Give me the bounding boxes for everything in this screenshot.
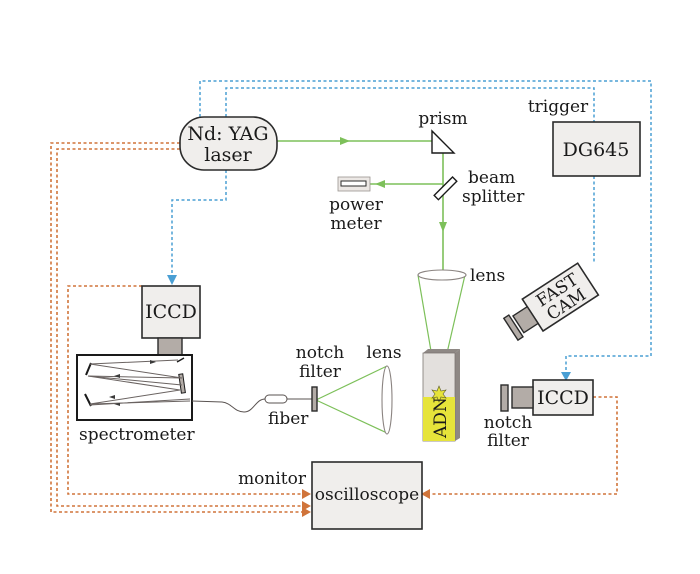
oscilloscope: oscilloscope monitor bbox=[238, 461, 423, 530]
trigger-arrow-right-iccd bbox=[561, 372, 571, 381]
iccd-right-label: ICCD bbox=[537, 387, 589, 409]
iccd-top-label: ICCD bbox=[145, 301, 197, 323]
notch-filter-right-label-line2: filter bbox=[487, 431, 530, 451]
power-meter: power meter bbox=[329, 176, 384, 234]
data-line-laser-2 bbox=[56, 148, 302, 507]
collection-lens-label: lens bbox=[366, 343, 401, 363]
data-lines bbox=[50, 142, 618, 517]
prism-label: prism bbox=[418, 109, 467, 129]
monitor-label: monitor bbox=[238, 469, 307, 489]
oscilloscope-label: oscilloscope bbox=[315, 485, 419, 505]
beam-splitter: beam splitter bbox=[433, 168, 525, 207]
trigger-line-iccd-top bbox=[171, 170, 227, 276]
nd-yag-laser: Nd: YAG laser bbox=[179, 116, 278, 171]
trigger-lines bbox=[167, 80, 652, 381]
notch-filter-left: notch filter bbox=[296, 343, 345, 412]
focus-lens-label: lens bbox=[470, 266, 505, 286]
data-line-laser-1 bbox=[50, 142, 302, 513]
notch-filter-left-label-line2: filter bbox=[299, 362, 342, 382]
sample-label: ADN bbox=[431, 397, 451, 439]
prism: prism bbox=[418, 109, 468, 154]
laser-label-line1: Nd: YAG bbox=[187, 123, 268, 145]
power-meter-label-line2: meter bbox=[330, 214, 382, 234]
fast-cam: FAST CAM bbox=[502, 262, 600, 342]
laser-label-line2: laser bbox=[204, 144, 252, 166]
collection-cone bbox=[315, 365, 388, 434]
laser-beam bbox=[277, 137, 466, 434]
sample-cuvette: ADN bbox=[422, 349, 460, 442]
arrow-osc-right bbox=[421, 489, 430, 499]
notch-filter-left-label-line1: notch bbox=[296, 343, 345, 363]
beam-splitter-label-line1: beam bbox=[468, 168, 515, 188]
beam-splitter-label-line2: splitter bbox=[462, 187, 525, 207]
dg645-label: DG645 bbox=[563, 139, 630, 161]
sample-liquid bbox=[423, 397, 455, 441]
beam-arrow-2 bbox=[375, 180, 385, 188]
arrow-osc-1 bbox=[302, 489, 311, 499]
spectrometer-label: spectrometer bbox=[79, 425, 195, 445]
power-meter-label-line1: power bbox=[329, 195, 384, 215]
dg645-delay-generator: DG645 trigger bbox=[528, 97, 641, 177]
spectrometer: spectrometer bbox=[76, 354, 195, 445]
fiber-label: fiber bbox=[268, 409, 309, 429]
trigger-line-outer bbox=[199, 80, 652, 374]
fiber: fiber bbox=[191, 394, 312, 429]
collection-lens: lens bbox=[366, 343, 402, 435]
trigger-line-inner bbox=[225, 87, 595, 122]
focus-lens: lens bbox=[417, 266, 505, 286]
beam-arrow-1 bbox=[340, 137, 350, 145]
iccd-top: ICCD bbox=[141, 285, 201, 356]
iccd-right: ICCD notch filter bbox=[484, 379, 594, 451]
data-line-iccd-right bbox=[430, 396, 618, 495]
beam-arrow-3 bbox=[439, 222, 447, 232]
data-line-iccd-top bbox=[67, 285, 302, 495]
plasma-spark-icon bbox=[431, 385, 447, 403]
notch-filter-right-label-line1: notch bbox=[484, 413, 533, 433]
trigger-label: trigger bbox=[528, 97, 589, 117]
arrow-osc-3 bbox=[302, 507, 311, 517]
trigger-arrow-iccd-top bbox=[167, 275, 177, 285]
